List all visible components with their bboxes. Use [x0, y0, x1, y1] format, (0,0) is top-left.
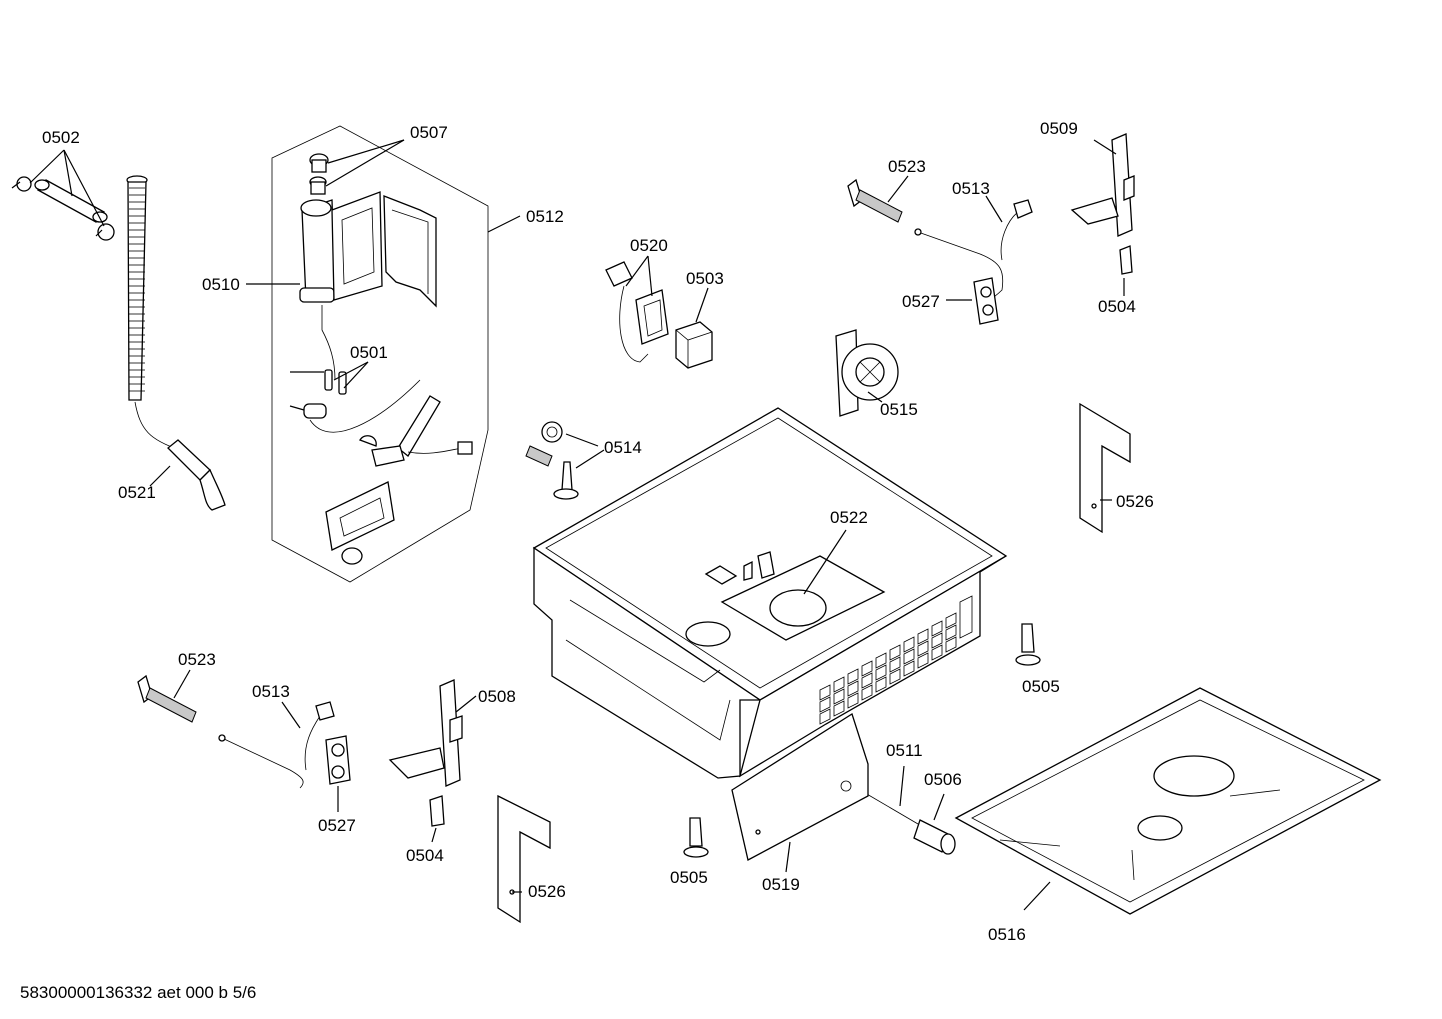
label-0526-bottom: 0526	[528, 882, 566, 901]
part-0510-valve-housing	[299, 191, 437, 381]
label-0516: 0516	[988, 925, 1026, 944]
part-0505-screw-right	[1015, 623, 1041, 666]
part-0514-screw	[553, 461, 579, 500]
part-0513-cable-top	[914, 199, 1033, 305]
label-0509: 0509	[1040, 119, 1078, 138]
label-0515: 0515	[880, 400, 918, 419]
part-0527-clip-top	[973, 277, 999, 325]
part-0526-plate-right	[1079, 402, 1131, 534]
label-0504-top: 0504	[1098, 297, 1136, 316]
part-0521-corrugated-hose	[126, 175, 226, 511]
label-0506: 0506	[924, 770, 962, 789]
label-0523-top: 0523	[888, 157, 926, 176]
part-0519-kick-plate	[731, 713, 869, 861]
label-0522: 0522	[830, 508, 868, 527]
label-0512: 0512	[526, 207, 564, 226]
part-0509-hinge-bracket	[1070, 133, 1135, 237]
part-bracket-bottom	[325, 481, 395, 565]
part-0504-clip-bottom	[429, 795, 445, 827]
part-0511-rod	[859, 789, 919, 825]
label-0510: 0510	[202, 275, 240, 294]
part-0526-plate-bottom	[497, 794, 551, 924]
part-0516-bottom-plate	[954, 687, 1382, 915]
part-0512-group-outline	[271, 125, 489, 583]
part-0523-spring-bottom	[137, 674, 197, 723]
label-0501: 0501	[350, 343, 388, 362]
label-0511: 0511	[886, 741, 923, 760]
part-inner-hose	[309, 379, 473, 467]
label-0527-bottom: 0527	[318, 816, 356, 835]
label-0504-bottom: 0504	[406, 846, 444, 865]
label-0527-top: 0527	[902, 292, 940, 311]
part-0522-base-tub	[532, 407, 1008, 779]
part-0505-screw-bottom	[683, 817, 709, 858]
label-0521: 0521	[118, 483, 156, 502]
label-0514: 0514	[604, 438, 642, 457]
part-0506-knob	[913, 819, 956, 855]
document-code: 58300000136332 aet 000 b 5/6	[20, 983, 256, 1002]
part-0504-clip-top	[1119, 245, 1133, 275]
part-0508-hinge-bracket	[388, 679, 463, 787]
part-0503-relay	[675, 321, 713, 369]
part-0501-sensors	[303, 369, 347, 419]
part-0514-gears	[525, 421, 563, 467]
label-0523-bottom: 0523	[178, 650, 216, 669]
label-0513-top: 0513	[952, 179, 990, 198]
label-0519: 0519	[762, 875, 800, 894]
label-0513-bottom: 0513	[252, 682, 290, 701]
label-0505-right: 0505	[1022, 677, 1060, 696]
label-0503: 0503	[686, 269, 724, 288]
part-0520-connector	[605, 261, 669, 363]
label-0507: 0507	[410, 123, 448, 142]
part-0527-clip-bottom	[325, 735, 351, 785]
part-0523-spring-top	[847, 178, 903, 223]
part-0507-caps	[309, 153, 329, 195]
label-0508: 0508	[478, 687, 516, 706]
label-0502: 0502	[42, 128, 80, 147]
part-0515-pump	[835, 329, 899, 417]
label-0505-bottom: 0505	[670, 868, 708, 887]
part-0513-cable-bottom	[218, 701, 335, 789]
part-0502-hose-clamps	[11, 176, 115, 241]
label-0520: 0520	[630, 236, 668, 255]
label-0526-right: 0526	[1116, 492, 1154, 511]
